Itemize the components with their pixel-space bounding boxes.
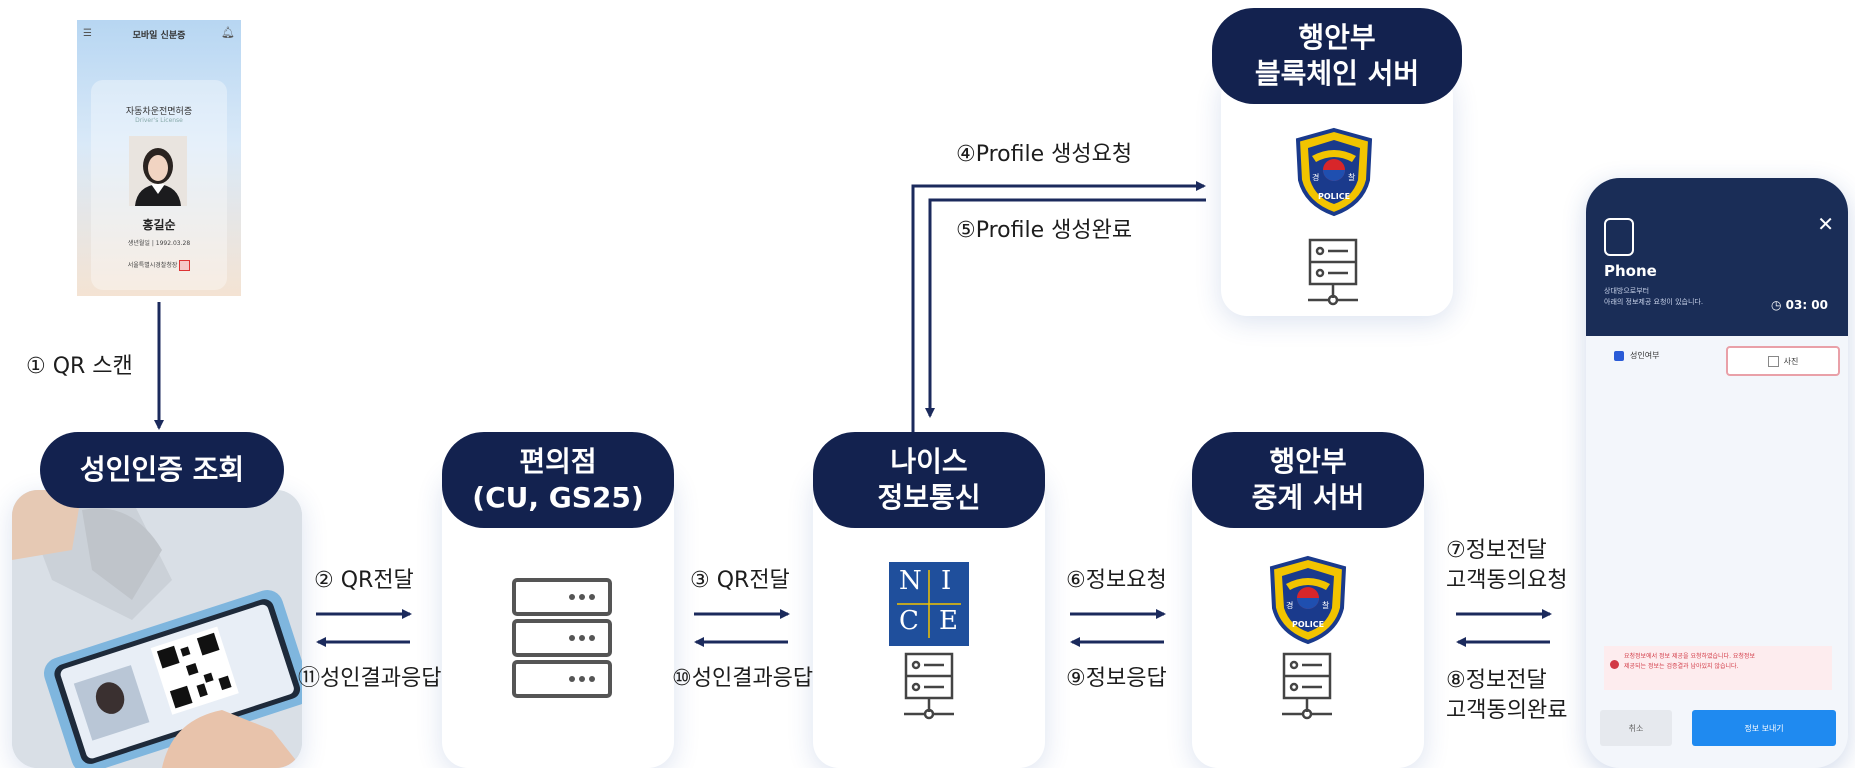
id-card-title: 자동차운전면허증 — [125, 107, 193, 117]
id-issuer: 서울특별시경찰청장 — [77, 260, 241, 271]
option-adult-checkbox[interactable]: 성인여부 — [1614, 350, 1659, 361]
arrow-profile-complete — [925, 198, 1206, 418]
police-char-right: 찰 — [1322, 601, 1330, 610]
step-10-label: ⑩성인결과응답 — [672, 666, 814, 691]
mobile-id-card: ☰ 모바일 신분증 🔔︎ 자동차운전면허증 Driver's License 홍… — [77, 20, 241, 296]
warning-text: 요청정보에서 정보 제공을 요청하였습니다. 요청정보 제공되는 정보는 검증결… — [1624, 653, 1755, 670]
id-photo — [129, 136, 187, 206]
relay-server-title: 행안부 중계 서버 — [1192, 432, 1424, 528]
step-2-label: ② QR전달 — [314, 568, 414, 593]
blockchain-police-emblem-icon: 경 찰 POLICE — [1292, 126, 1376, 218]
seal-icon — [179, 260, 191, 271]
phone-consent-screen: ✕ Phone 상대방으로부터 아래의 정보제공 요청이 있습니다. ◷ 03:… — [1586, 178, 1848, 768]
nice-title: 나이스 정보통신 — [813, 432, 1045, 528]
blockchain-police-char-left: 경 — [1312, 173, 1320, 182]
nice-letter-i: I — [941, 566, 952, 596]
step-5-label: ⑤Profile 생성완료 — [956, 218, 1133, 243]
step-1-label: ① QR 스캔 — [26, 354, 133, 379]
server-rack-icon — [512, 578, 612, 698]
warning-icon — [1610, 660, 1619, 669]
checkbox-checked-icon — [1614, 350, 1624, 361]
nice-logo: N I C E — [889, 562, 969, 646]
nice-letter-c: C — [899, 606, 919, 636]
step-6-label: ⑥정보요청 — [1066, 568, 1167, 593]
blockchain-police-char-right: 찰 — [1348, 173, 1356, 182]
id-card-header: 모바일 신분증 — [132, 31, 186, 41]
bell-icon: 🔔︎ — [221, 26, 235, 39]
phone-description: 상대방으로부터 아래의 정보제공 요청이 있습니다. — [1604, 287, 1704, 306]
clock-icon: ◷ — [1770, 298, 1782, 312]
adult-verification-title: 성인인증 조회 — [40, 432, 284, 508]
id-dob: 생년월일 | 1992.03.28 — [127, 240, 191, 247]
nice-letter-e: E — [939, 606, 958, 636]
id-issuer-text: 서울특별시경찰청장 — [127, 262, 178, 269]
option-adult-label: 성인여부 — [1630, 351, 1660, 360]
option-photo-checkbox[interactable]: 사진 — [1726, 346, 1840, 376]
blockchain-police-text: POLICE — [1317, 192, 1351, 201]
step-7-label: ⑦정보전달 고객동의요청 — [1446, 538, 1568, 593]
cancel-button[interactable]: 취소 — [1600, 710, 1672, 746]
phone-timer-value: 03: 00 — [1785, 298, 1828, 312]
store-title: 편의점 (CU, GS25) — [442, 432, 674, 528]
phone-title: Phone — [1604, 262, 1657, 280]
nice-letter-n: N — [899, 566, 922, 596]
step-8-label: ⑧정보전달 고객동의완료 — [1446, 668, 1568, 723]
send-info-button[interactable]: 정보 보내기 — [1692, 710, 1836, 746]
police-char-left: 경 — [1286, 601, 1294, 610]
id-card-subtitle: Driver's License — [135, 117, 183, 124]
step-3-label: ③ QR전달 — [690, 568, 790, 593]
menu-icon: ☰ — [83, 28, 92, 39]
arrow-profile-request — [911, 181, 1206, 432]
blockchain-server-node-icon — [1308, 238, 1358, 306]
qr-scan-photo — [12, 490, 302, 768]
scanner-card — [12, 490, 302, 768]
warning-box: 요청정보에서 정보 제공을 요청하였습니다. 요청정보 제공되는 정보는 검증결… — [1604, 646, 1832, 690]
police-emblem-icon: 경 찰 POLICE — [1266, 554, 1350, 646]
phone-header — [1586, 178, 1848, 336]
id-dob-label: 생년월일 — [127, 240, 150, 247]
relay-server-node-icon — [1282, 652, 1332, 720]
close-icon[interactable]: ✕ — [1817, 212, 1834, 236]
option-photo-label: 사진 — [1783, 356, 1799, 366]
step-9-label: ⑨정보응답 — [1066, 666, 1167, 691]
id-dob-value: 1992.03.28 — [155, 240, 191, 247]
checkbox-empty-icon — [1767, 355, 1779, 367]
step-11-label: ⑪성인결과응답 — [298, 666, 442, 691]
step-4-label: ④Profile 생성요청 — [956, 142, 1133, 167]
blockchain-server-title: 행안부 블록체인 서버 — [1212, 8, 1462, 104]
phone-icon — [1604, 218, 1634, 256]
police-text: POLICE — [1291, 620, 1325, 629]
id-holder-name: 홍길순 — [142, 218, 176, 232]
server-node-icon — [904, 652, 954, 720]
phone-timer: ◷ 03: 00 — [1771, 298, 1828, 312]
